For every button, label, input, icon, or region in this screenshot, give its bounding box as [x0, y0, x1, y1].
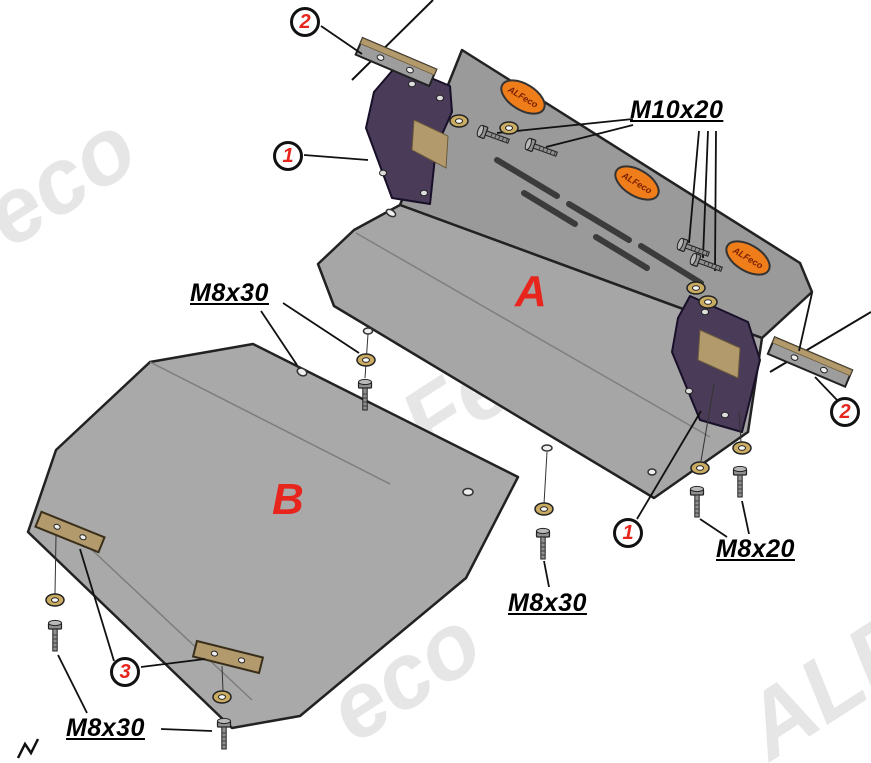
bracket-pad — [697, 329, 741, 379]
bracket-left — [365, 63, 453, 205]
label-m8x30-left: M8x30 — [190, 279, 269, 307]
bolt-m8x20 — [732, 465, 748, 498]
callout-number: 3 — [119, 660, 131, 683]
label-m8x30-bottom: M8x30 — [66, 714, 145, 742]
bracket-hole — [701, 308, 709, 316]
washer — [534, 502, 554, 516]
plate-b-hole — [296, 367, 308, 377]
callout-2-top-bar: 2 — [290, 7, 320, 37]
bar-hole — [406, 66, 414, 74]
bar-right — [766, 335, 854, 389]
bar-hole — [790, 354, 799, 361]
bar-top — [354, 36, 438, 88]
bar-hole — [376, 54, 385, 61]
callout-number: 1 — [622, 521, 634, 544]
bar-clamp-left — [34, 510, 106, 554]
washer — [690, 461, 710, 475]
bolt-m8x30 — [535, 527, 551, 560]
label-m8x30-center: M8x30 — [508, 589, 587, 617]
bracket-hole — [685, 387, 693, 395]
watermark-text: eco — [0, 95, 154, 267]
bracket-hole — [721, 411, 729, 419]
label-m8x20-right: M8x20 — [716, 535, 795, 563]
bolt-m8x30 — [216, 717, 232, 750]
bracket-hole — [420, 189, 428, 197]
plate-b — [26, 342, 520, 730]
bolt-m8x20 — [689, 485, 705, 518]
alfeco-badge-icon: ALFeco ALFeco ALFeco — [500, 79, 771, 276]
washer — [45, 593, 65, 607]
callout-number: 2 — [299, 10, 311, 33]
label-m10x20: M10x20 — [630, 96, 724, 124]
mount-rod-top — [351, 0, 434, 81]
plate-a-label: A — [515, 267, 547, 316]
flange-slots — [494, 157, 704, 286]
bracket-right — [671, 295, 761, 433]
bar-hole — [820, 366, 828, 374]
corner-scribble-icon — [16, 738, 40, 759]
bar-hole — [210, 650, 219, 657]
bracket-hole — [379, 169, 387, 177]
watermark-text: ALF — [724, 594, 871, 763]
washer — [212, 690, 232, 704]
plate-b-hole — [462, 487, 474, 497]
leader-lines — [57, 25, 838, 732]
bar-hole — [79, 534, 87, 541]
callout-3-clamp-bars: 3 — [110, 657, 140, 687]
bracket-hole — [408, 80, 416, 88]
plate-b-crease — [149, 361, 391, 485]
plate-a-pan — [316, 203, 764, 500]
callout-number: 1 — [282, 144, 294, 167]
washer — [356, 353, 376, 367]
washer — [732, 441, 752, 455]
callout-2-right-bar: 2 — [830, 397, 860, 427]
bar-hole — [237, 657, 246, 664]
washer — [686, 281, 706, 295]
bar-hole — [53, 523, 61, 530]
washer — [449, 114, 469, 128]
bar-clamp-bottom — [191, 639, 265, 675]
callout-number: 2 — [839, 400, 851, 423]
plate-b-label: B — [272, 475, 304, 524]
callout-1-left-bracket: 1 — [273, 141, 303, 171]
plate-a-crease — [355, 232, 711, 438]
washer — [499, 121, 519, 135]
bolt-m8x30 — [47, 619, 63, 652]
callout-1-right-bracket: 1 — [613, 518, 643, 548]
bracket-pad — [411, 119, 449, 169]
washer — [698, 295, 718, 309]
bracket-hole — [436, 94, 444, 102]
